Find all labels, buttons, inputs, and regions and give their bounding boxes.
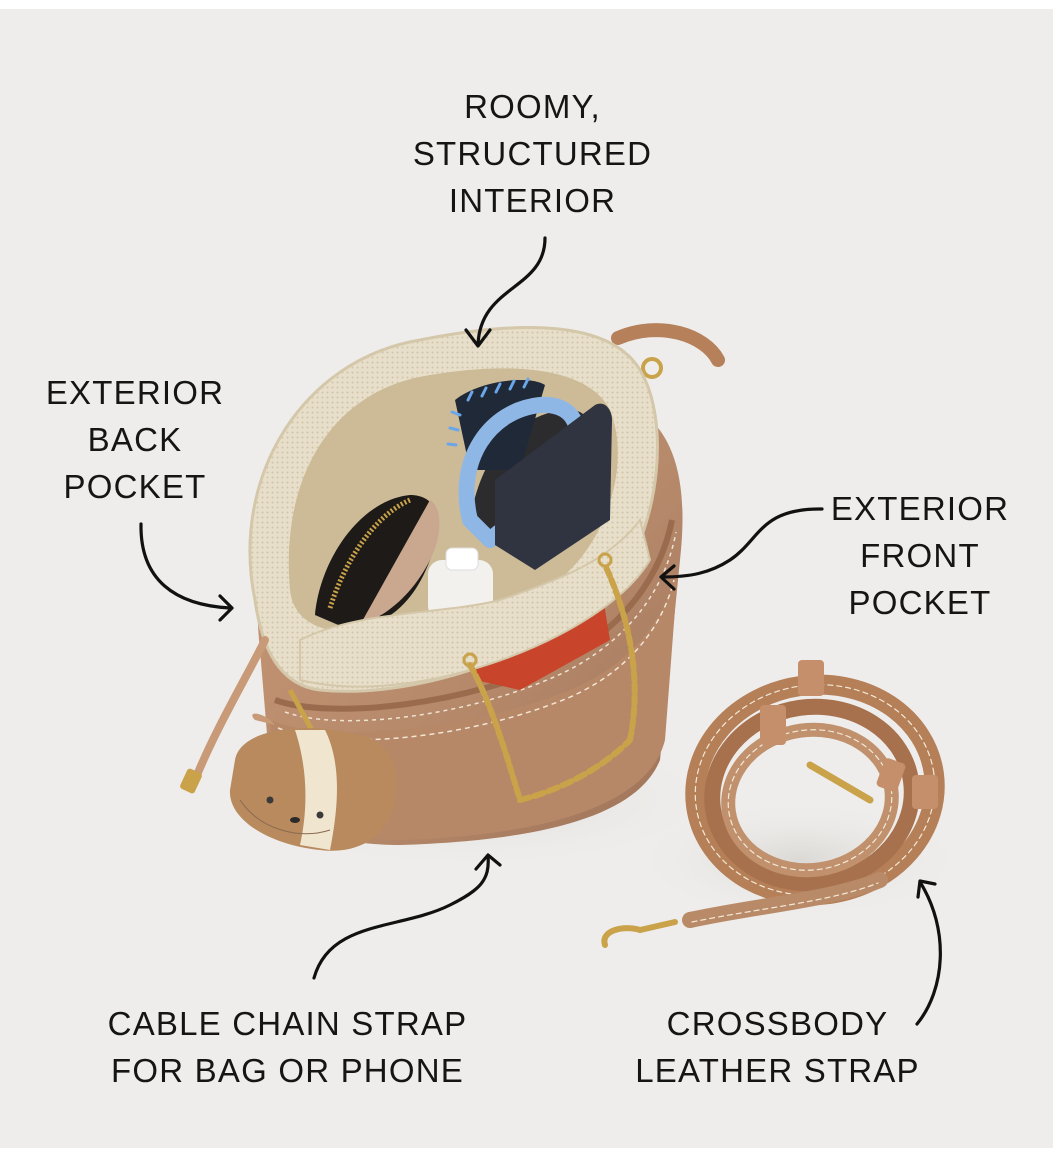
- label-line: FOR BAG OR PHONE: [111, 1052, 464, 1089]
- arrow-icon: [312, 853, 502, 980]
- product-infographic: ROOMY, STRUCTURED INTERIOR EXTERIOR BACK…: [0, 9, 1053, 1148]
- label-exterior-back-pocket: EXTERIOR BACK POCKET: [35, 369, 235, 510]
- label-line: BACK: [87, 421, 183, 458]
- label-line: POCKET: [848, 584, 992, 621]
- dog-charm: [229, 688, 397, 851]
- label-line: EXTERIOR: [830, 490, 1010, 527]
- product-illustration: [139, 236, 970, 1026]
- arrow-icon: [464, 236, 547, 348]
- label-line: ROOMY,: [464, 88, 601, 125]
- label-crossbody-leather-strap: CROSSBODY LEATHER STRAP: [625, 1000, 930, 1094]
- label-line: CROSSBODY: [666, 1005, 889, 1042]
- label-exterior-front-pocket: EXTERIOR FRONT POCKET: [820, 485, 1020, 626]
- label-line: STRUCTURED: [412, 135, 653, 172]
- label-line: CABLE CHAIN STRAP: [107, 1005, 468, 1042]
- zip-pouch: [315, 495, 440, 630]
- bag: [180, 323, 725, 851]
- label-line: LEATHER STRAP: [635, 1052, 920, 1089]
- label-line: FRONT: [860, 537, 980, 574]
- arrow-icon: [139, 522, 234, 622]
- arrow-icon: [659, 507, 824, 591]
- arrow-icon: [915, 879, 942, 1026]
- label-line: POCKET: [63, 468, 207, 505]
- label-line: INTERIOR: [448, 182, 617, 219]
- annotation-arrows: [139, 236, 942, 1026]
- cable-chain: [462, 552, 638, 803]
- label-roomy-interior: ROOMY, STRUCTURED INTERIOR: [400, 83, 665, 224]
- label-cable-chain-strap: CABLE CHAIN STRAP FOR BAG OR PHONE: [90, 1000, 485, 1094]
- crossbody-strap: [601, 660, 945, 948]
- label-line: EXTERIOR: [45, 374, 225, 411]
